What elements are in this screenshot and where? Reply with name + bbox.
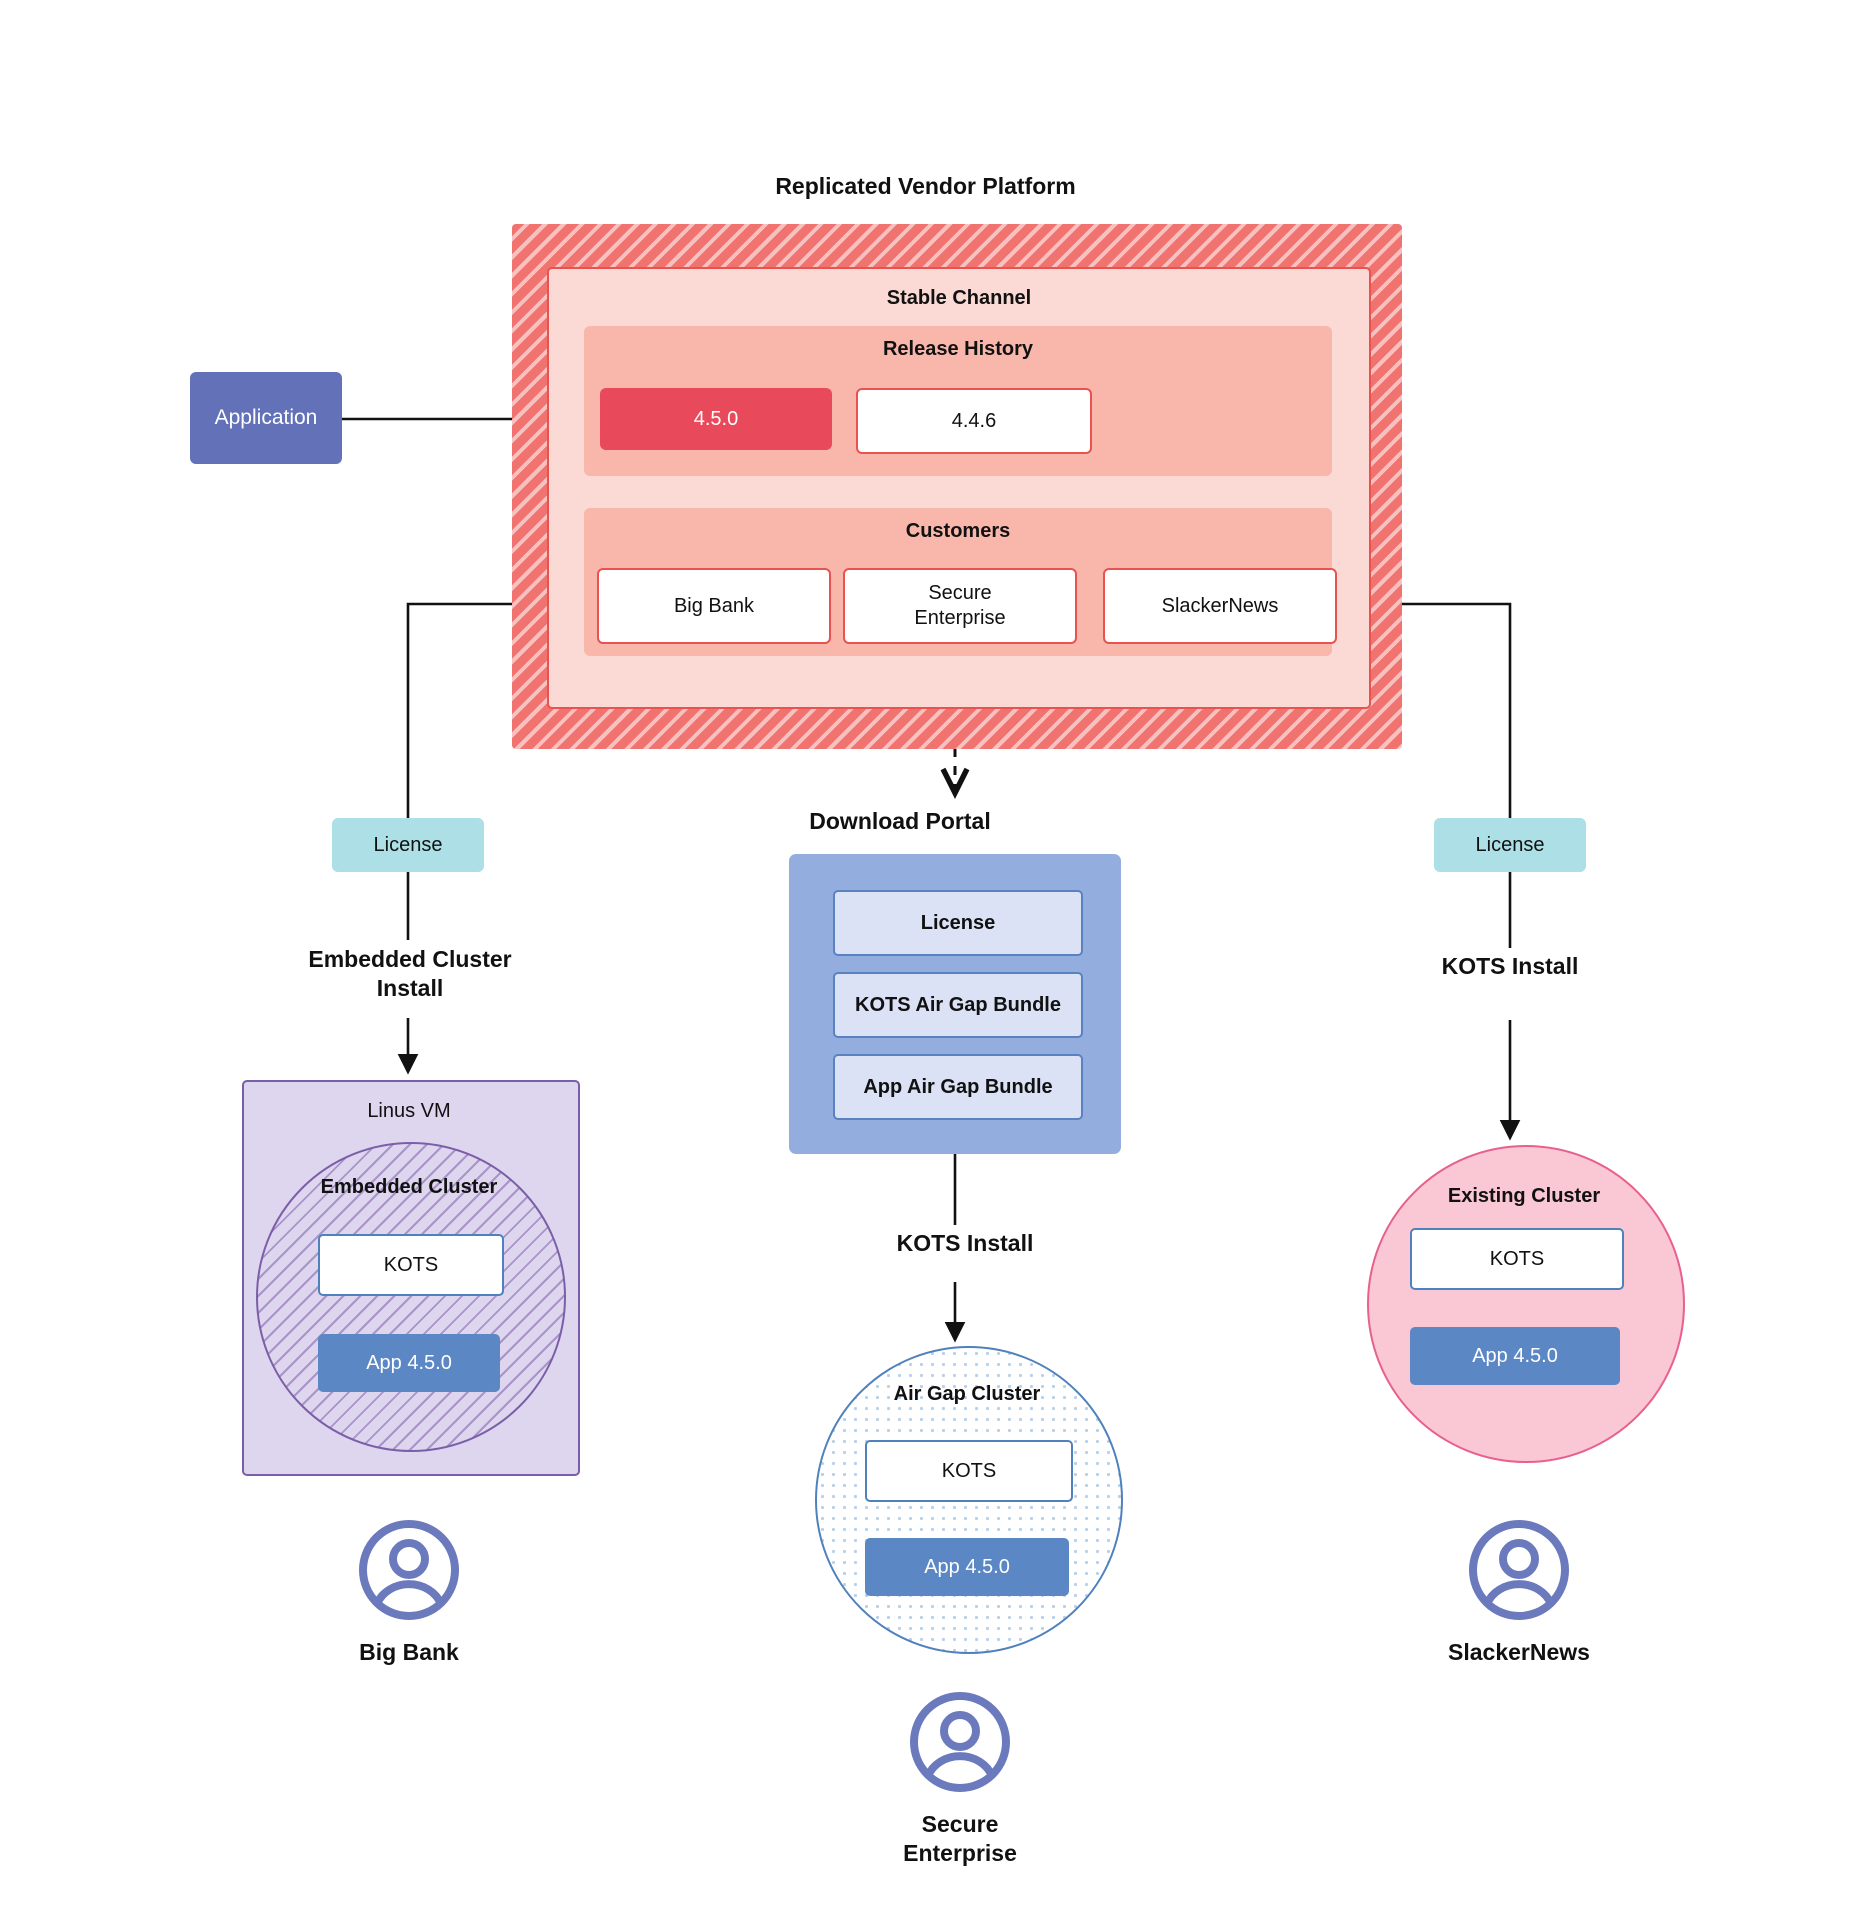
vendor-platform-title: Replicated Vendor Platform (775, 173, 1076, 199)
persona-name-slackernews: SlackerNews (1448, 1639, 1590, 1665)
license-chip-left[interactable]: License (332, 818, 484, 872)
customer-card-big-bank[interactable]: Big Bank (597, 568, 831, 644)
embedded-cluster-circle (256, 1142, 566, 1452)
customers-title: Customers (905, 520, 1011, 542)
user-avatar-icon (1467, 1518, 1571, 1622)
customer-card-slackernews[interactable]: SlackerNews (1103, 568, 1337, 644)
release-card-previous[interactable]: 4.4.6 (856, 388, 1092, 454)
portal-item-license[interactable]: License (833, 890, 1083, 956)
release-history-title: Release History (882, 338, 1034, 360)
portal-item-app-air-gap-bundle[interactable]: App Air Gap Bundle (833, 1054, 1083, 1120)
kots-node-existing[interactable]: KOTS (1410, 1228, 1624, 1290)
existing-cluster-circle (1367, 1145, 1685, 1463)
air-gap-cluster-title: Air Gap Cluster (893, 1383, 1041, 1405)
persona-name-secure-enterprise: Secure Enterprise (903, 1811, 1017, 1866)
release-card-current[interactable]: 4.5.0 (600, 388, 832, 450)
persona-name-big-bank: Big Bank (359, 1639, 459, 1665)
flow-label-embedded-cluster-install: Embedded Cluster Install (308, 946, 512, 1001)
kots-node-airgap[interactable]: KOTS (865, 1440, 1073, 1502)
linus-vm-title: Linus VM (367, 1100, 451, 1122)
app-node-existing[interactable]: App 4.5.0 (1410, 1327, 1620, 1385)
kots-node-embedded[interactable]: KOTS (318, 1234, 504, 1296)
stable-channel-title: Stable Channel (886, 287, 1032, 309)
flow-label-kots-install-right: KOTS Install (1441, 953, 1579, 979)
user-avatar-icon (908, 1690, 1012, 1794)
app-node-embedded[interactable]: App 4.5.0 (318, 1334, 500, 1392)
license-chip-right[interactable]: License (1434, 818, 1586, 872)
existing-cluster-title: Existing Cluster (1447, 1185, 1601, 1207)
portal-item-kots-air-gap-bundle[interactable]: KOTS Air Gap Bundle (833, 972, 1083, 1038)
application-node[interactable]: Application (190, 372, 342, 464)
user-avatar-icon (357, 1518, 461, 1622)
customer-card-secure-enterprise[interactable]: Secure Enterprise (843, 568, 1077, 644)
embedded-cluster-title: Embedded Cluster (320, 1176, 498, 1198)
flow-label-kots-install-middle: KOTS Install (896, 1230, 1034, 1256)
download-portal-title: Download Portal (809, 808, 991, 834)
app-node-airgap[interactable]: App 4.5.0 (865, 1538, 1069, 1596)
